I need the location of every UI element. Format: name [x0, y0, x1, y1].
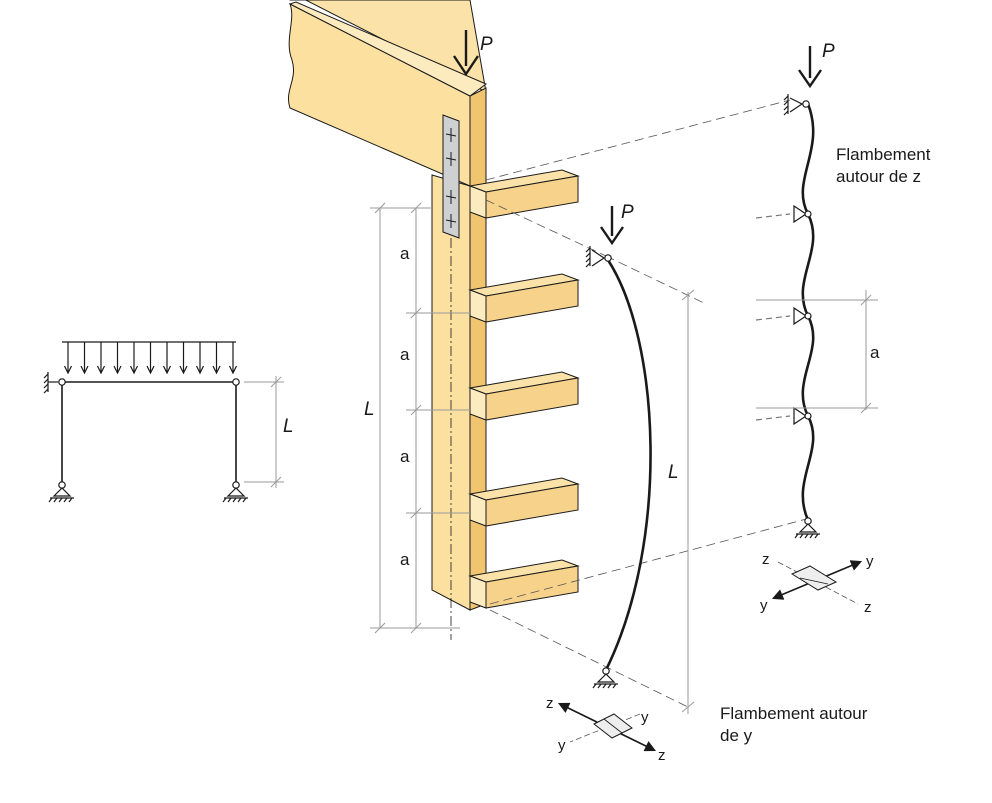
buckling-y-length-dimension	[681, 289, 695, 714]
udl-arrowhead	[129, 365, 139, 375]
load-arrow-icon	[600, 206, 624, 246]
column-dimension-chain	[370, 202, 470, 634]
steel-plate	[442, 114, 460, 239]
buckling-z-spacing-dimension	[756, 290, 878, 414]
buckling-y-caption-2: de y	[720, 726, 753, 745]
buckled-shape-z	[801, 103, 815, 521]
load-arrow-icon	[453, 30, 479, 77]
buckling-z: P Flambement autour de z a z y y z	[755, 41, 931, 616]
buckling-y-load-label: P	[621, 202, 634, 223]
purlin	[468, 371, 580, 421]
hinge-right-icon	[232, 378, 240, 386]
main-beam-side	[288, 2, 471, 187]
buckling-z-axis-y-left: y	[760, 597, 768, 614]
distributed-load	[62, 341, 238, 375]
load-arrow-icon	[798, 46, 822, 89]
pinned-support-icon	[592, 667, 618, 689]
udl-arrowhead	[162, 365, 172, 375]
pinned-support-icon	[222, 481, 248, 503]
roller-support-icon	[755, 204, 812, 224]
udl-arrowhead	[212, 365, 221, 375]
buckling-y-caption-1: Flambement autour	[720, 704, 868, 723]
buckling-z-axis-z-right: z	[864, 599, 872, 616]
pinned-support-icon	[794, 517, 820, 539]
segment-label-3: a	[400, 447, 410, 466]
buckling-z-axis-y-right: y	[866, 553, 874, 570]
buckling-y-axis-z-right: z	[658, 747, 666, 764]
udl-arrowhead	[195, 365, 205, 375]
fixed-hinge-icon	[43, 372, 66, 394]
buckling-z-caption-2: autour de z	[836, 167, 921, 186]
pinned-support-icon	[48, 481, 74, 503]
buckling-y-length-label: L	[668, 462, 679, 483]
buckling-y-axis-z-left: z	[546, 695, 554, 712]
buckled-shape-y	[604, 259, 652, 671]
section-icon	[557, 702, 657, 752]
fixed-hinge-icon	[585, 246, 612, 268]
buckling-z-load-label: P	[822, 41, 835, 62]
purlin	[468, 559, 580, 609]
buckling-y: P L z y y z Flambement autour de y	[546, 202, 868, 764]
roller-support-icon	[755, 306, 812, 326]
column-height-label: L	[364, 399, 375, 420]
udl-arrowhead	[228, 365, 238, 375]
projection-lines	[485, 99, 811, 709]
udl-arrowhead	[63, 365, 73, 375]
purlin	[468, 169, 580, 219]
frame-span-label: L	[283, 416, 294, 437]
segment-label-2: a	[400, 345, 410, 364]
buckling-z-caption-1: Flambement	[836, 145, 931, 164]
purlins	[468, 169, 580, 609]
buckling-y-axis-y-left: y	[558, 737, 566, 754]
roller-support-icon	[755, 406, 812, 426]
buckling-z-spacing-label: a	[870, 343, 880, 362]
purlin	[468, 477, 580, 527]
beam-top-face	[288, 1, 487, 97]
segment-label-4: a	[400, 550, 410, 569]
column-side-face	[469, 87, 487, 611]
frame-height-dimension	[244, 376, 284, 488]
segment-label-1: a	[400, 244, 410, 263]
udl-arrowhead	[96, 365, 106, 375]
buckling-z-axis-z-left: z	[762, 551, 770, 568]
fixed-hinge-icon	[783, 94, 810, 116]
portal-frame: L	[43, 341, 294, 503]
column-load-label: P	[480, 34, 493, 55]
udl-arrowhead	[179, 365, 188, 375]
udl-arrowhead	[146, 365, 155, 375]
purlin	[468, 273, 580, 323]
udl-arrowhead	[80, 365, 89, 375]
buckling-y-axis-y-right: y	[641, 709, 649, 726]
timber-assembly: a a a a L P	[288, 0, 580, 640]
section-icon	[771, 560, 863, 605]
udl-arrowhead	[113, 365, 122, 375]
